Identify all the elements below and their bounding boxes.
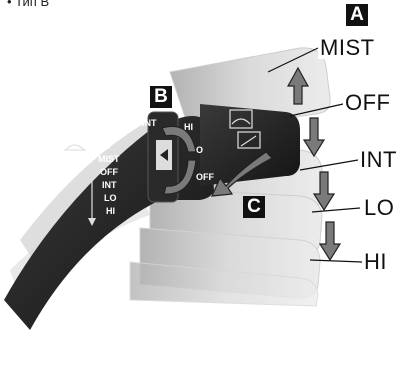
knob-label-int: INT <box>142 118 157 128</box>
fluid-symbol: FRC <box>92 141 111 151</box>
stalk-label-hi: HI <box>106 206 115 216</box>
knob-label-off: OFF <box>196 172 214 182</box>
label-hi: HI <box>362 251 389 273</box>
callout-c: C <box>243 196 265 218</box>
callout-a: A <box>346 4 368 26</box>
label-off: OFF <box>343 92 393 114</box>
label-int: INT <box>358 149 399 171</box>
stalk-label-mist: MIST <box>98 154 120 164</box>
stalk-label-off: OFF <box>100 167 118 177</box>
washer-icon <box>66 145 84 150</box>
label-mist: MIST <box>318 37 377 59</box>
label-lo: LO <box>362 197 396 219</box>
stalk-label-int: INT <box>102 180 117 190</box>
callout-b: B <box>150 86 172 108</box>
knob-label-o: O <box>196 145 203 155</box>
stalk-label-lo: LO <box>104 193 117 203</box>
